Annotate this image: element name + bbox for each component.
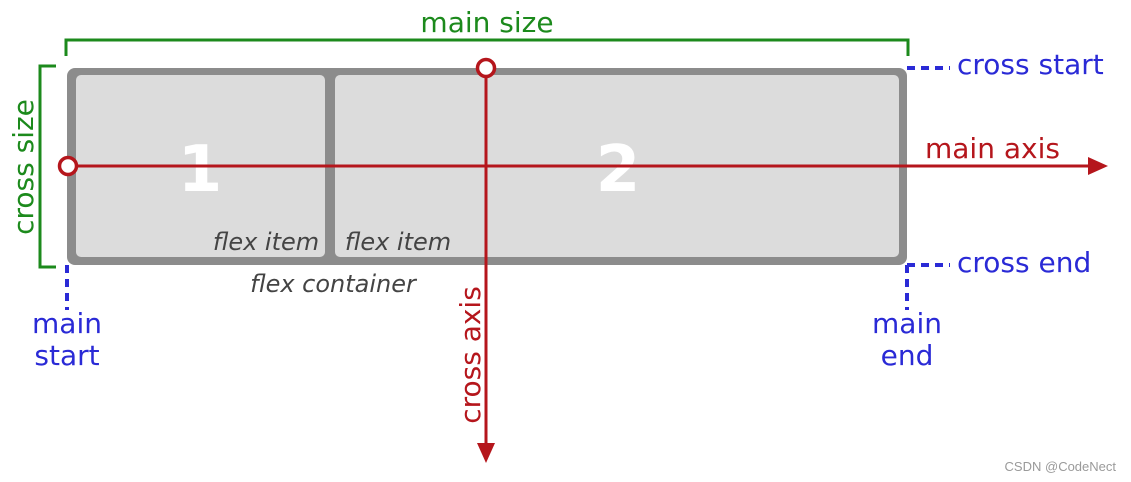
item-1-label: flex item [213,228,319,256]
watermark: CSDN @CodeNect [1005,459,1117,474]
main-end-label-line2: end [881,339,934,372]
cross-end-label: cross end [957,246,1091,279]
cross-axis-label: cross axis [454,286,487,424]
main-start-label-line1: main [32,307,102,340]
item-1-number: 1 [178,133,223,207]
main-end-label-line1: main [872,307,942,340]
cross-axis-arrowhead [477,443,495,463]
item-2-number: 2 [596,133,641,207]
flex-container-label: flex container [250,270,418,298]
cross-start-point [475,57,497,79]
main-start-point [57,155,79,177]
item-2-label: flex item [345,228,451,256]
main-size-label: main size [420,6,553,39]
cross-size-bracket [38,64,56,269]
main-axis-arrowhead [1088,157,1108,175]
main-start-label-line2: start [34,339,99,372]
main-size-bracket [64,38,910,56]
cross-start-label: cross start [957,48,1104,81]
main-axis-label: main axis [925,132,1060,165]
cross-size-label: cross size [7,99,40,235]
